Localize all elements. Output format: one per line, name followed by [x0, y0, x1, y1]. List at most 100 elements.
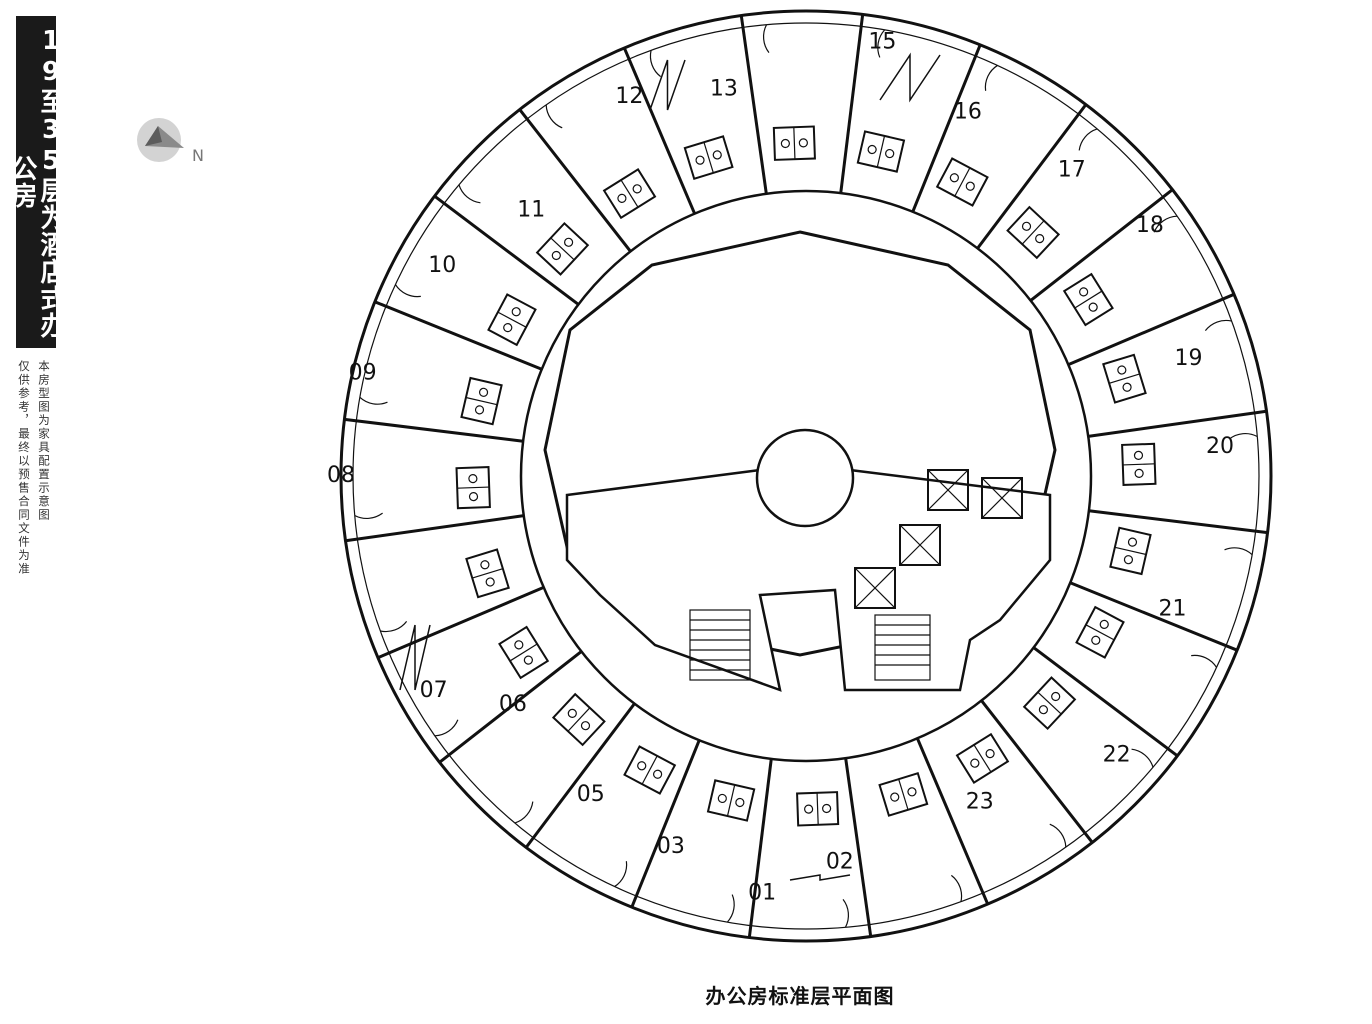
bathroom-block — [796, 791, 840, 827]
door-swing — [545, 104, 563, 129]
stair-zigzag-icon — [789, 874, 851, 881]
partition-wall — [518, 108, 632, 253]
door-swing — [950, 874, 963, 902]
door-swing — [380, 620, 408, 633]
bathroom-block — [1022, 676, 1077, 731]
door-swing — [1049, 823, 1067, 848]
stairwell-right — [874, 614, 931, 681]
elevator-1 — [927, 469, 969, 511]
unit-label-20: 20 — [1206, 434, 1234, 459]
partition-wall — [739, 15, 768, 194]
door-swing — [354, 512, 383, 520]
unit-label-11: 11 — [517, 198, 545, 223]
unit-label-07: 07 — [420, 678, 448, 703]
unit-label-02: 02 — [826, 850, 854, 875]
north-arrow-icon — [137, 118, 184, 162]
elevator-3 — [899, 524, 941, 566]
unit-label-13: 13 — [710, 77, 738, 102]
partition-wall — [976, 103, 1088, 250]
bathroom-block — [623, 745, 677, 795]
unit-label-03: 03 — [657, 834, 685, 859]
bathroom-block — [1075, 605, 1125, 659]
partition-wall — [345, 514, 524, 543]
bathroom-block — [1006, 205, 1061, 260]
partition-wall — [344, 417, 524, 443]
bathroom-block — [1109, 526, 1152, 576]
bathroom-block — [935, 157, 989, 207]
stairwell-left — [689, 609, 751, 681]
partition-wall — [1088, 509, 1268, 535]
corridor-wall — [519, 189, 1093, 763]
bathroom-block — [487, 293, 537, 347]
partition-wall — [524, 702, 636, 849]
bathroom-block — [706, 779, 756, 822]
partition-wall — [1069, 581, 1238, 652]
door-swing — [1131, 748, 1154, 768]
bathroom-block — [1121, 442, 1157, 486]
bathroom-block — [602, 168, 657, 220]
stair-zigzag-icon — [399, 624, 431, 691]
unit-label-01: 01 — [748, 881, 776, 906]
door-swing — [1153, 215, 1178, 233]
bathroom-block — [772, 125, 816, 161]
partition-wall — [980, 699, 1094, 844]
partition-wall — [377, 585, 545, 660]
bathroom-block — [460, 376, 503, 426]
bathroom-block — [856, 130, 906, 173]
unit-label-06: 06 — [499, 692, 527, 717]
disclaimer-note-line-1: 本房型图为家具配置示意图 — [37, 360, 51, 522]
door-swing — [1191, 654, 1218, 668]
door-swing — [649, 50, 662, 78]
bathroom-block — [683, 135, 734, 180]
partition-wall — [438, 650, 583, 764]
unit-label-22: 22 — [1103, 743, 1131, 768]
door-swing — [1078, 128, 1098, 151]
partition-wall — [1067, 292, 1235, 367]
partition-wall — [1029, 188, 1174, 302]
unit-label-19: 19 — [1175, 346, 1203, 371]
unit-label-12: 12 — [615, 84, 643, 109]
bathroom-block — [535, 221, 590, 276]
bathroom-block — [955, 732, 1010, 784]
partition-wall — [374, 300, 543, 371]
partition-wall — [1032, 646, 1179, 758]
bathroom-block — [1062, 272, 1114, 327]
door-swing — [458, 184, 481, 204]
partition-wall — [915, 737, 990, 905]
unit-label-15: 15 — [868, 30, 896, 55]
partition-wall — [911, 44, 982, 213]
unit-label-10: 10 — [428, 253, 456, 278]
unit-label-18: 18 — [1136, 213, 1164, 238]
door-swing — [726, 894, 735, 923]
partition-wall — [433, 194, 580, 306]
partition-wall — [622, 47, 697, 215]
partition-wall — [1088, 409, 1267, 438]
partition-wall — [839, 14, 865, 194]
door-swing — [842, 899, 850, 928]
bathroom-block — [455, 466, 491, 510]
partition-wall — [630, 739, 701, 908]
door-swing — [1204, 319, 1232, 332]
north-label: N — [192, 146, 204, 165]
disclaimer-note-line-2: 仅供参考，最终以预售合同文件为准 — [17, 360, 31, 576]
stair-zigzag-icon — [649, 59, 686, 111]
outer-facade-line — [352, 22, 1260, 930]
unit-label-21: 21 — [1158, 596, 1186, 621]
bathroom-block — [1102, 353, 1147, 404]
unit-label-23: 23 — [966, 790, 994, 815]
door-swing — [762, 24, 770, 53]
door-swing — [984, 64, 998, 91]
unit-label-09: 09 — [349, 361, 377, 386]
bathroom-block — [498, 625, 550, 680]
unit-label-05: 05 — [577, 782, 605, 807]
door-swing — [877, 29, 886, 58]
stair-zigzag-icon — [879, 52, 941, 103]
unit-label-08: 08 — [327, 463, 355, 488]
bathroom-block — [878, 772, 929, 817]
partition-wall — [844, 758, 873, 937]
elevator-2 — [981, 477, 1023, 519]
elevator-4 — [854, 567, 896, 609]
core-lobby-curve — [755, 428, 855, 528]
